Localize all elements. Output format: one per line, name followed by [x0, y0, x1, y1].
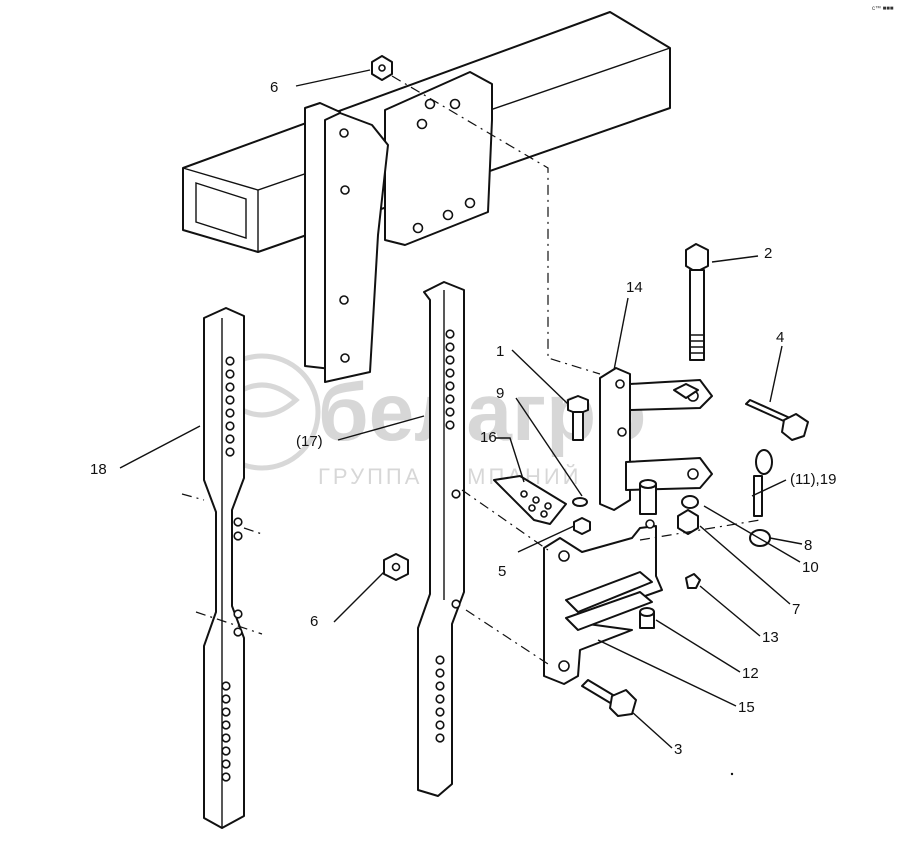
part-6-nut-top	[371, 55, 393, 81]
callout-18: 18	[90, 461, 107, 478]
callout-12: 12	[742, 665, 759, 682]
bushing	[639, 479, 657, 515]
part-5-nut	[573, 517, 591, 535]
callout-4: 4	[776, 329, 784, 346]
callout-5: 5	[498, 563, 506, 580]
part-7-nut	[677, 509, 699, 535]
part-6-nut-bottom	[383, 553, 409, 581]
part-10-nut	[681, 495, 699, 509]
part-18-bar	[203, 307, 245, 829]
callout-3: 3	[674, 741, 682, 758]
stray-dot	[730, 772, 734, 776]
part-15-bracket	[543, 519, 663, 685]
callout-9: 9	[496, 385, 504, 402]
callout-16: 16	[480, 429, 497, 446]
callout-14: 14	[626, 279, 643, 296]
callout-17: (17)	[296, 433, 323, 450]
part-16-plate	[493, 475, 567, 525]
part-2-bolt	[685, 243, 709, 361]
part-11-pin	[753, 449, 773, 517]
assembly-lines	[181, 75, 761, 665]
callout-1: 1	[496, 343, 504, 360]
callout-13: 13	[762, 629, 779, 646]
leader-lines	[119, 69, 803, 749]
part-3-bolt	[581, 679, 637, 717]
watermark-logo: белагро ГРУППА КОМПАНИЙ	[203, 353, 646, 489]
part-12-bushing	[639, 607, 655, 629]
part-4-bolt	[745, 399, 809, 441]
callout-6-bottom: 6	[310, 613, 318, 630]
upper-bracket	[304, 71, 493, 383]
callout-labels: 6 2 14 4 1 9 16 (17) 18 (11),19 8 10 5 7…	[90, 79, 836, 758]
callout-11-19: (11),19	[790, 471, 836, 488]
part-9-washer	[572, 497, 588, 507]
part-13-fitting	[685, 573, 701, 589]
callout-7: 7	[792, 601, 800, 618]
callout-2: 2	[764, 245, 772, 262]
corner-mark: c™ ■■■	[872, 5, 894, 12]
callout-15: 15	[738, 699, 755, 716]
part-1-bolt	[567, 395, 589, 441]
callout-8: 8	[804, 537, 812, 554]
part-14-clamp	[599, 367, 713, 511]
part-17-bar	[417, 281, 465, 797]
callout-10: 10	[802, 559, 819, 576]
callout-6-top: 6	[270, 79, 278, 96]
watermark-brand: белагро	[318, 367, 646, 458]
